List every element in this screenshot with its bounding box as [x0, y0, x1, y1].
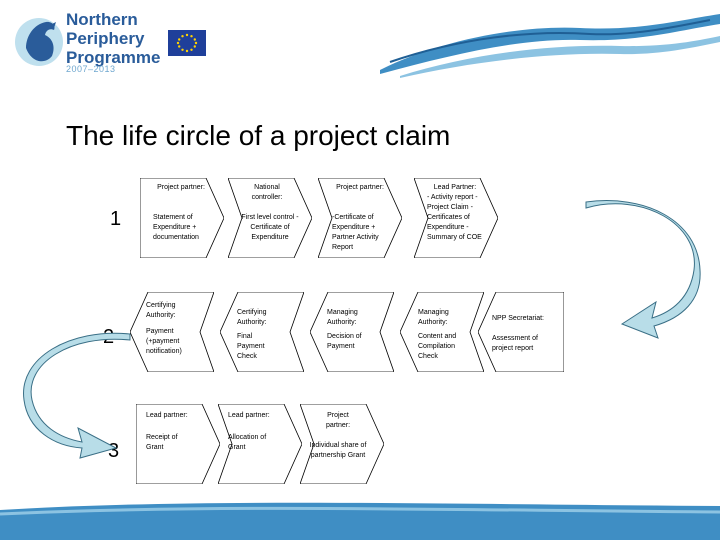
row-3-step-1-body: Receipt of Grant: [146, 434, 178, 451]
logo-years: 2007–2013: [66, 64, 116, 74]
eu-flag-icon: [168, 30, 206, 56]
row-3-number: 3: [108, 440, 120, 462]
row-3-step-3-head: Project partner:: [325, 412, 351, 429]
row-1-step-4-body: - Activity report - Project Claim - Cert…: [427, 194, 482, 241]
row-2-step-4-arrow: [400, 292, 484, 372]
logo-line-3: Programme: [66, 48, 161, 67]
row-3-step-1-head: Lead partner:: [146, 412, 188, 419]
row-2-step-1-arrow: [130, 292, 214, 372]
logo-line-2: Periphery: [66, 29, 145, 48]
row-1-step-4-head: Lead Partner:: [433, 184, 477, 191]
footer-swoosh: [0, 502, 720, 540]
row-1-step-2-arrow: [228, 178, 312, 258]
row-2-step-3-head: Managing Authority:: [327, 309, 358, 326]
flow-arrow-left-icon: [23, 332, 131, 459]
row-1-step-1-head: Project partner:: [157, 184, 205, 191]
row-2-step-1-head: Certifying Authority:: [146, 302, 176, 319]
npp-logo-icon: [15, 18, 63, 66]
row-2-step-2-head: Certifying Authority:: [237, 309, 267, 326]
header-swoosh: [380, 14, 720, 78]
row-1-step-3-arrow: [318, 178, 402, 258]
row-2-step-5-body: Assessment of project report: [492, 335, 538, 352]
row-3-step-3-body: Individual share of partnership Grant: [309, 442, 367, 459]
row-1-step-1-body: Statement of Expenditure + documentation: [153, 214, 199, 241]
row-3-step-1-arrow: [136, 404, 220, 484]
row-3-step-2-head: Lead partner:: [228, 412, 270, 419]
row-2-step-4-head: Managing Authority:: [418, 309, 449, 326]
row-2-step-2-arrow: [220, 292, 304, 372]
header: Northern Periphery Programme 2007–2013: [0, 0, 720, 92]
logo-line-1: Northern: [66, 10, 138, 29]
row-1-step-2-body: First level control - Certificate of Exp…: [241, 214, 299, 241]
row-1-number: 1: [110, 208, 122, 230]
row-2-step-2-body: Final Payment Check: [237, 333, 265, 360]
row-2-step-3-arrow: [310, 292, 394, 372]
row-3-step-3-arrow: [300, 404, 384, 484]
row-2-step-1-body: Payment (+payment notification): [146, 328, 182, 355]
row-3-step-2-body: Allocation of Grant: [228, 434, 267, 451]
row-2-step-3-body: Decision of Payment: [327, 333, 362, 350]
flow-arrow-right-icon: [585, 200, 701, 339]
row-2-step-5-arrow: [478, 292, 564, 372]
page-title: The life circle of a project claim: [66, 120, 451, 151]
row-1-step-3-head: Project partner:: [336, 184, 384, 191]
row-2-step-5-head: NPP Secretariat:: [492, 315, 545, 322]
row-2-step-4-body: Content and Compilation Check: [418, 333, 457, 360]
row-1-step-3-body: -Certificate of Expenditure + Partner Ac…: [332, 214, 379, 251]
row-1-step-2-head: National controller:: [251, 184, 283, 201]
logo-wordmark: Northern Periphery Programme: [66, 10, 160, 67]
row-3-step-2-arrow: [218, 404, 302, 484]
row-1-step-4-arrow: [414, 178, 498, 258]
row-1-step-1-arrow: [140, 178, 224, 258]
